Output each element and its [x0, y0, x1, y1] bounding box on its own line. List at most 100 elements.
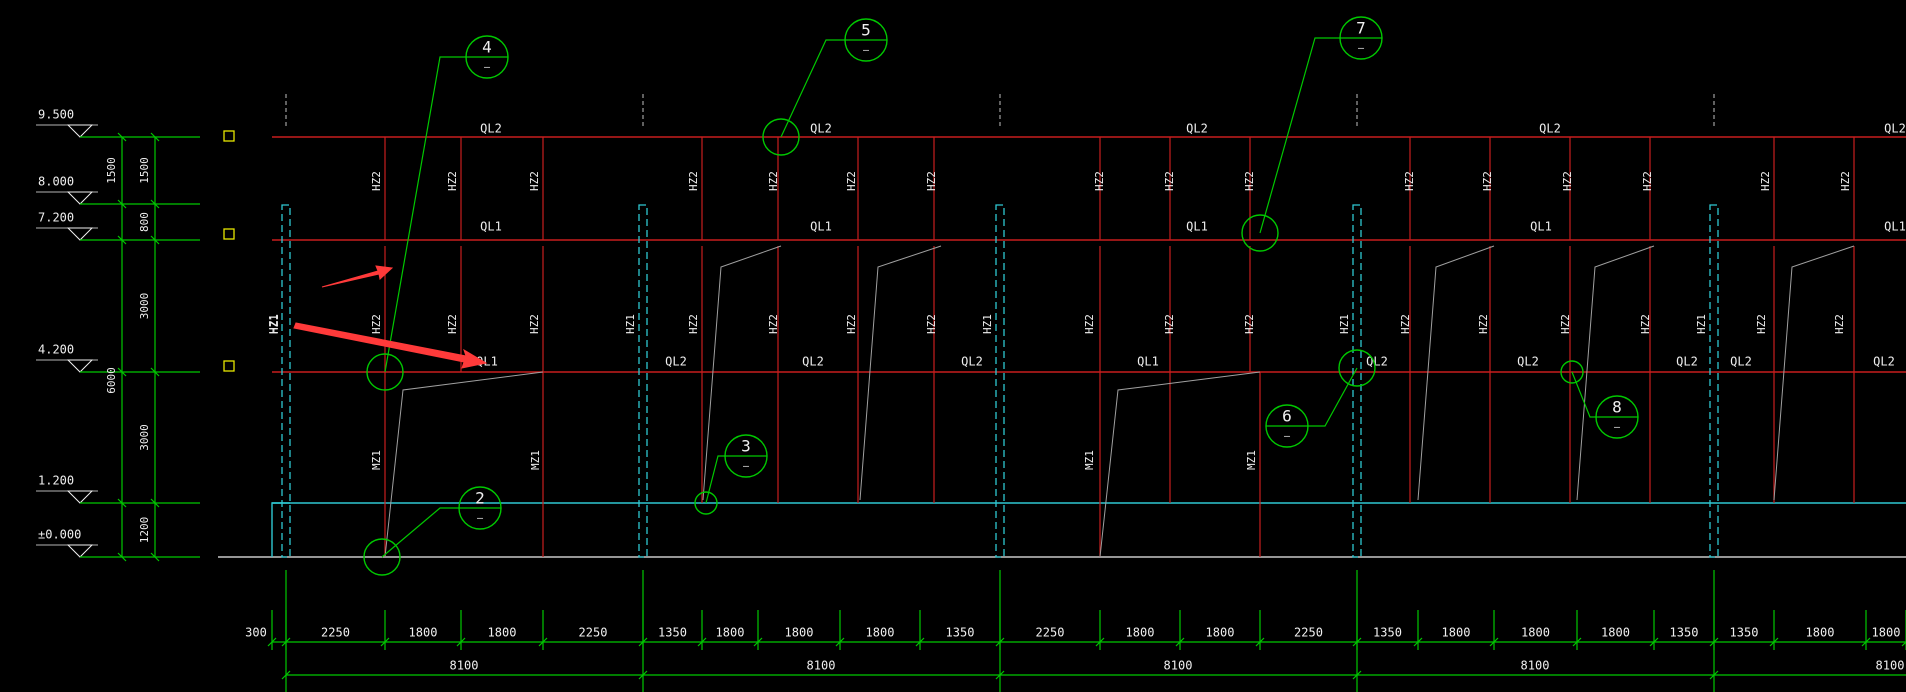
dim-tick [117, 199, 127, 209]
dim-tick [1489, 637, 1499, 647]
elevation-label: ±0.000 [38, 528, 81, 542]
callout-leader [780, 39, 846, 138]
dim-tick [150, 235, 160, 245]
hz2-label: HZ2 [845, 314, 858, 334]
callout-sub: — [477, 513, 484, 524]
door-brace-line [1099, 371, 1261, 558]
callout-number: 7 [1356, 19, 1366, 38]
hz2-label: HZ2 [1093, 171, 1106, 191]
hz2-label: HZ2 [1399, 314, 1412, 334]
hz1-column [1352, 204, 1362, 558]
hz2-label: HZ2 [1759, 171, 1772, 191]
callout-sub: — [863, 45, 870, 56]
elevation-label: 7.200 [38, 211, 74, 225]
callout-target-circle [1560, 360, 1584, 384]
hz1-label: HZ1 [1695, 314, 1708, 334]
brace-layer [384, 245, 1855, 558]
hz2-label: HZ2 [1163, 314, 1176, 334]
hz1-column [638, 204, 648, 558]
vertical-dim-label: 800 [138, 212, 151, 232]
dim-tick [638, 670, 648, 680]
beam-label-middle: QL2 [1517, 355, 1539, 369]
sub-dim-label: 1350 [1730, 626, 1759, 640]
callout-sub: — [1614, 422, 1621, 433]
sub-dim-label: 1800 [716, 626, 745, 640]
hz2-label: HZ2 [925, 314, 938, 334]
hz2-label: HZ2 [767, 314, 780, 334]
beam-label-middle: QL2 [961, 355, 983, 369]
column-layer [281, 137, 1855, 558]
hz2-label: HZ2 [370, 314, 383, 334]
elevation-triangle [66, 544, 94, 558]
beam-label-upper: QL1 [810, 220, 832, 234]
sub-dim-label: 1800 [866, 626, 895, 640]
bay-dim-label: 8100 [450, 659, 479, 673]
annotation-arrow-layer [293, 265, 488, 369]
bay-dim-label: 8100 [1521, 659, 1550, 673]
sub-dim-label: 1800 [409, 626, 438, 640]
sub-dim-label: 1800 [1206, 626, 1235, 640]
vertical-dim-label: 3000 [138, 424, 151, 451]
callout-leader [705, 455, 726, 504]
hz2-label: HZ2 [1163, 171, 1176, 191]
hz2-label: HZ2 [1477, 314, 1490, 334]
callout-sub: — [484, 62, 491, 73]
sub-dim-label: 1800 [488, 626, 517, 640]
hz1-label: HZ1 [981, 314, 994, 334]
door-brace-line [859, 245, 942, 501]
callout-leader [384, 56, 467, 373]
sub-dim-label: 1800 [1601, 626, 1630, 640]
dim-tick [1709, 670, 1719, 680]
beam-label-top: QL2 [1186, 122, 1208, 136]
dim-tick [538, 637, 548, 647]
hz2-label: HZ2 [1243, 314, 1256, 334]
door-brace-line [384, 371, 544, 558]
hz2-label: HZ2 [528, 314, 541, 334]
hz2-label: HZ2 [925, 171, 938, 191]
dim-tick [281, 670, 291, 680]
sub-dim-label: 1350 [658, 626, 687, 640]
hz1-label: HZ1 [267, 314, 280, 334]
dim-tick [117, 367, 127, 377]
hz2-label: HZ2 [1839, 171, 1852, 191]
callout-number: 6 [1282, 407, 1292, 426]
callout-sub: — [1358, 43, 1365, 54]
beam-label-middle: QL2 [802, 355, 824, 369]
dim-tick [456, 637, 466, 647]
callout-target-circle [1338, 349, 1376, 387]
vertical-dim-label-outer: 6000 [105, 367, 118, 394]
hz2-label: HZ2 [446, 171, 459, 191]
hz1-label: HZ1 [1338, 314, 1351, 334]
vertical-dim-label: 1500 [138, 157, 151, 184]
beam-label-upper: QL1 [1186, 220, 1208, 234]
hz2-label: HZ2 [767, 171, 780, 191]
dim-tick [117, 552, 127, 562]
red-annotation-arrow [293, 322, 488, 369]
hz1-label: HZ1 [268, 314, 281, 334]
vertical-dim-label-outer: 1500 [105, 157, 118, 184]
door-brace-line [1576, 245, 1655, 501]
dim-tick [150, 367, 160, 377]
sub-dim-label: 2250 [1294, 626, 1323, 640]
beam-label-middle: QL1 [476, 355, 498, 369]
callout-leader [1307, 367, 1358, 427]
mz1-label: MZ1 [370, 450, 383, 470]
callout-number: 5 [861, 21, 871, 40]
hz2-label: HZ2 [1083, 314, 1096, 334]
elevation-triangle [66, 490, 94, 504]
elevation-triangle [66, 191, 94, 205]
dim-tick [1572, 637, 1582, 647]
dim-tick [697, 637, 707, 647]
bay-dim-label: 8100 [807, 659, 836, 673]
elevation-triangle [66, 359, 94, 373]
sub-dim-label: 1350 [1670, 626, 1699, 640]
elevation-triangle [66, 124, 94, 138]
callout-sub: — [1284, 431, 1291, 442]
sub-dim-label: 1350 [946, 626, 975, 640]
dim-tick [1769, 637, 1779, 647]
callout-number: 4 [482, 38, 492, 57]
hz2-label: HZ2 [1561, 171, 1574, 191]
dim-tick [1901, 641, 1906, 647]
